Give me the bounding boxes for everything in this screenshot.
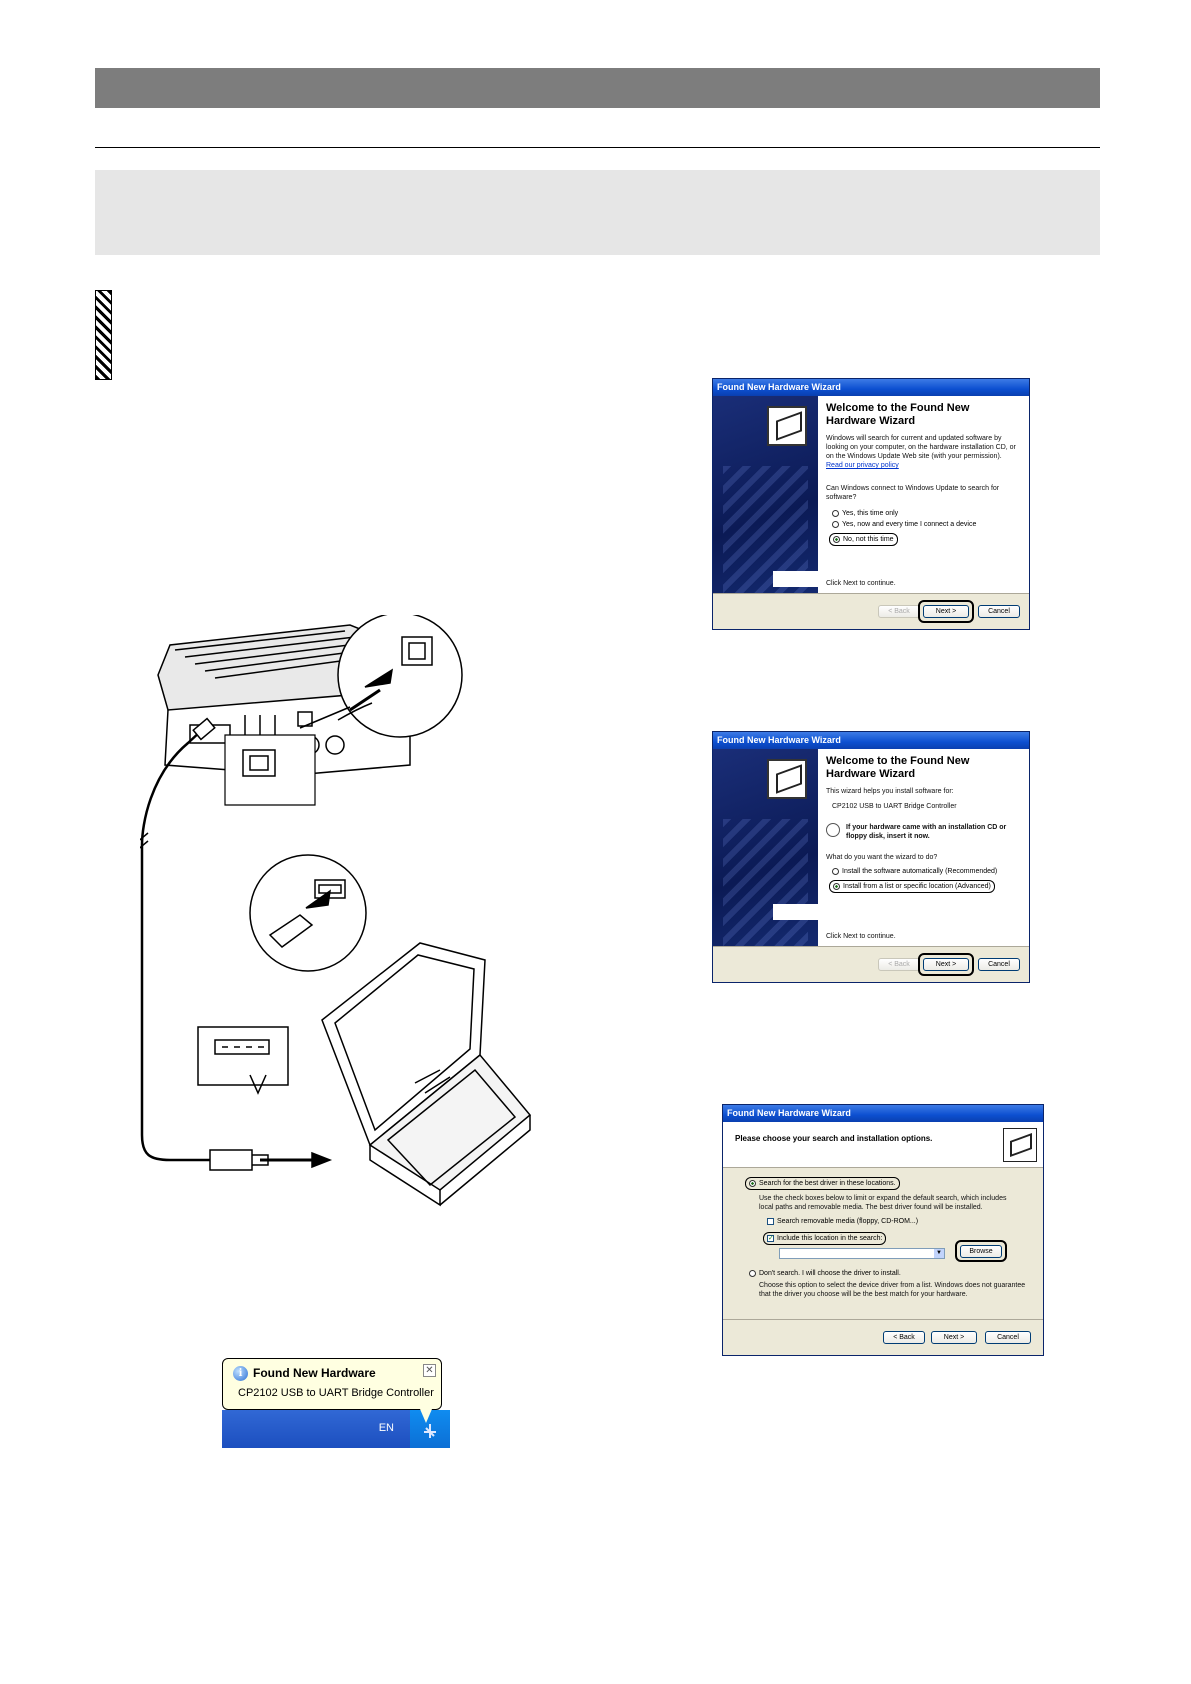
wizard-footer: Click Next to continue. <box>826 933 896 940</box>
device-name: CP2102 USB to UART Bridge Controller <box>832 803 957 810</box>
wizard-title: Found New Hardware Wizard <box>723 1105 1043 1122</box>
next-button[interactable]: Next > <box>931 1331 977 1344</box>
cancel-button[interactable]: Cancel <box>978 605 1020 618</box>
note-box <box>95 170 1100 255</box>
wizard-heading: Please choose your search and installati… <box>735 1134 933 1143</box>
radio-icon <box>832 868 839 875</box>
location-combo[interactable]: ▼ <box>779 1248 945 1259</box>
wizard-button-bar: < Back Next > Cancel <box>713 946 1029 982</box>
privacy-link[interactable]: Read our privacy policy <box>826 462 899 469</box>
option-no[interactable]: No, not this time <box>829 533 898 546</box>
header-bar <box>95 68 1100 108</box>
wizard-footer: Click Next to continue. <box>826 580 896 587</box>
wizard-title: Found New Hardware Wizard <box>713 379 1029 396</box>
hardware-icon <box>767 406 807 446</box>
wizard-intro: Windows will search for current and upda… <box>826 435 1016 460</box>
laptop-icon <box>321 942 532 1207</box>
wizard-button-bar: < Back Next > Cancel <box>723 1319 1043 1355</box>
info-icon: i <box>233 1366 248 1381</box>
wizard-content: Welcome to the Found New Hardware Wizard… <box>818 749 1029 947</box>
hatch-marker <box>95 290 112 380</box>
back-button[interactable]: < Back <box>878 605 920 618</box>
cd-note: If your hardware came with an installati… <box>826 823 1021 841</box>
back-button[interactable]: < Back <box>883 1331 925 1344</box>
language-indicator[interactable]: EN <box>378 1422 394 1434</box>
wizard-heading: Welcome to the Found New Hardware Wizard <box>826 755 970 780</box>
search-description: Use the check boxes below to limit or ex… <box>759 1195 1007 1211</box>
next-button[interactable]: Next > <box>923 605 969 618</box>
radio-icon <box>832 521 839 528</box>
radio-icon <box>749 1180 756 1187</box>
option-yes-always[interactable]: Yes, now and every time I connect a devi… <box>832 519 1021 530</box>
option-dont-search[interactable]: Don't search. I will choose the driver t… <box>749 1268 1035 1279</box>
wizard-options: Search for the best driver in these loca… <box>723 1168 1043 1320</box>
next-button[interactable]: Next > <box>923 958 969 971</box>
wizard-side-panel <box>713 749 818 969</box>
checkbox-icon <box>767 1218 774 1225</box>
option-search[interactable]: Search for the best driver in these loca… <box>745 1177 900 1190</box>
notification-area: EN i Found New Hardware CP2102 USB to UA… <box>222 1358 450 1448</box>
connection-illustration <box>140 615 532 1207</box>
wizard-button-bar: < Back Next > Cancel <box>713 593 1029 629</box>
check-removable-media[interactable]: Search removable media (floppy, CD-ROM..… <box>767 1216 1017 1227</box>
wizard-window-3: Found New Hardware Wizard Please choose … <box>722 1104 1044 1356</box>
radio-icon <box>749 1270 756 1277</box>
option-yes-once[interactable]: Yes, this time only <box>832 508 1021 519</box>
wizard-content: Welcome to the Found New Hardware Wizard… <box>818 396 1029 594</box>
hardware-icon <box>767 759 807 799</box>
wizard-question: Can Windows connect to Windows Update to… <box>826 485 1000 501</box>
cd-icon <box>826 823 840 837</box>
cancel-button[interactable]: Cancel <box>985 1331 1031 1344</box>
dont-description: Choose this option to select the device … <box>759 1282 1026 1298</box>
radio-icon <box>833 536 840 543</box>
wizard-intro: This wizard helps you install software f… <box>826 788 954 795</box>
notification-title: Found New Hardware <box>253 1366 376 1380</box>
back-button[interactable]: < Back <box>878 958 920 971</box>
chevron-down-icon: ▼ <box>934 1249 944 1258</box>
notification-balloon[interactable]: i Found New Hardware CP2102 USB to UART … <box>222 1358 442 1410</box>
taskbar: EN <box>222 1410 450 1448</box>
wizard-window-1: Found New Hardware Wizard Welcome to the… <box>712 378 1030 630</box>
close-icon[interactable]: ✕ <box>423 1364 436 1377</box>
usb-icon[interactable] <box>410 1410 450 1448</box>
wizard-window-2: Found New Hardware Wizard Welcome to the… <box>712 731 1030 983</box>
radio-icon <box>832 510 839 517</box>
browse-button[interactable]: Browse <box>960 1245 1002 1258</box>
wizard-header: Please choose your search and installati… <box>723 1122 1043 1168</box>
wizard-question: What do you want the wizard to do? <box>826 854 938 861</box>
notification-message: CP2102 USB to UART Bridge Controller <box>238 1387 434 1399</box>
radio-icon <box>833 883 840 890</box>
check-include-location[interactable]: ✓Include this location in the search: <box>763 1232 887 1245</box>
wizard-side-panel <box>713 396 818 616</box>
wizard-heading: Welcome to the Found New Hardware Wizard <box>826 402 970 427</box>
wizard-title: Found New Hardware Wizard <box>713 732 1029 749</box>
hardware-icon <box>1003 1128 1037 1162</box>
checkbox-icon: ✓ <box>767 1235 774 1242</box>
option-install-list[interactable]: Install from a list or specific location… <box>829 880 995 893</box>
section-rule <box>95 147 1100 148</box>
option-install-auto[interactable]: Install the software automatically (Reco… <box>832 866 1021 877</box>
cancel-button[interactable]: Cancel <box>978 958 1020 971</box>
